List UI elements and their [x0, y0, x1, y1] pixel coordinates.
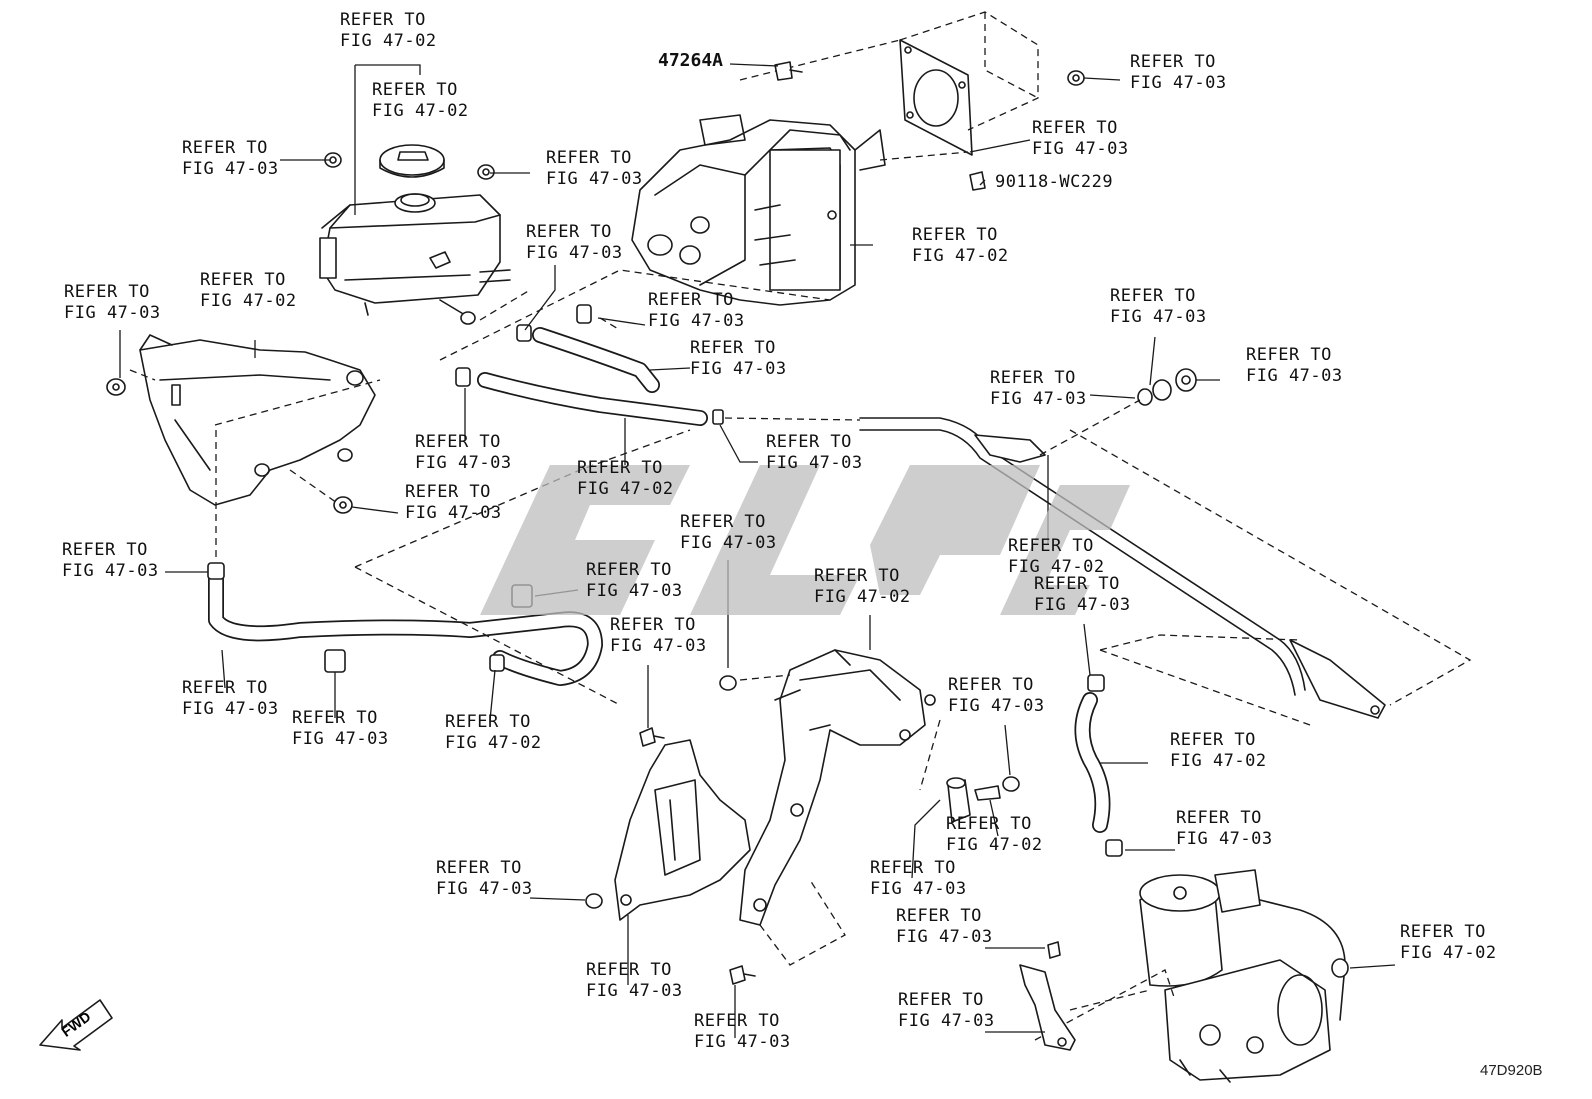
hose-upper-1: [532, 327, 660, 393]
diagram-id: 47D920B: [1480, 1062, 1543, 1079]
nut: [1002, 776, 1020, 792]
bolt: [639, 727, 665, 747]
clamp: [1105, 839, 1123, 857]
callout-line1: REFER TO: [694, 1011, 780, 1031]
nut: [1067, 70, 1085, 86]
clamp: [207, 562, 225, 580]
bracket-center: [739, 649, 936, 926]
nut: [477, 164, 495, 180]
nut: [719, 675, 737, 691]
heat-shield: [614, 739, 751, 921]
nut: [106, 378, 126, 396]
callout-line2: FIG 47-03: [694, 1032, 791, 1052]
part-number-bolt[interactable]: 47264A: [658, 50, 724, 71]
washer: [1137, 368, 1197, 406]
hose-upper-2: [477, 372, 708, 426]
gasket: [899, 39, 973, 156]
fwd-arrow-icon: [39, 999, 113, 1051]
grommet: [324, 649, 346, 673]
clamp: [1087, 674, 1105, 692]
bolt-47264a: [774, 61, 803, 81]
bracket-left: [139, 334, 376, 506]
clamp: [489, 654, 505, 672]
bolt: [729, 965, 756, 985]
hose-lower-left: [208, 572, 603, 686]
brake-actuator-assembly: [631, 114, 886, 306]
clamp: [455, 367, 471, 387]
pump-motor: [1139, 869, 1349, 1083]
hydraulic-pipe: [859, 417, 1386, 719]
nut: [324, 152, 342, 168]
nut: [585, 893, 603, 909]
reservoir-tank: [319, 193, 511, 325]
bolt: [1047, 941, 1061, 959]
leader-lines: [119, 63, 1396, 1038]
mount-bushing: [946, 777, 1001, 823]
nut: [333, 496, 353, 514]
reservoir-cap: [379, 144, 445, 178]
bracket-small: [1019, 964, 1076, 1051]
part-number-clip[interactable]: 90118-WC229: [995, 172, 1114, 192]
hose-lower-right: [1074, 692, 1111, 833]
watermark-logo: [480, 465, 1130, 615]
clamp: [576, 304, 592, 324]
clamp: [712, 409, 724, 425]
clip-90118-wc229: [969, 171, 986, 191]
clamp: [516, 324, 532, 342]
